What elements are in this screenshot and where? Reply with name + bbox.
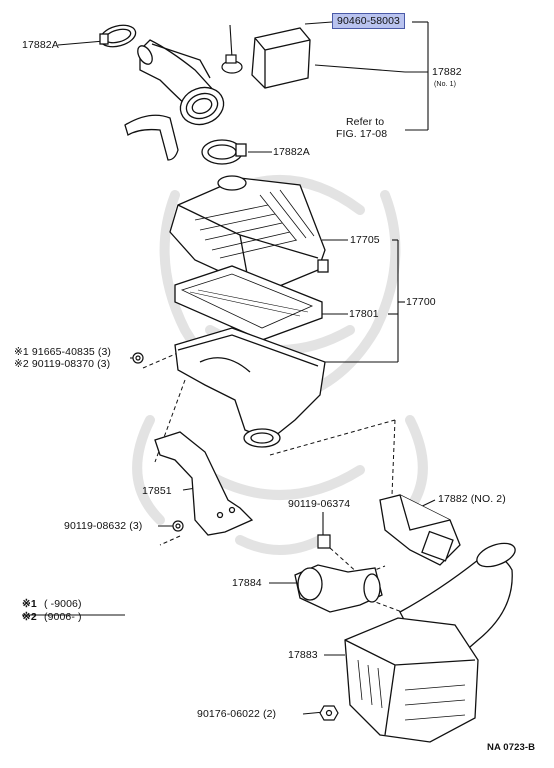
label-17882A-top[interactable]: 17882A — [22, 39, 59, 51]
resonator-17882 — [251, 27, 311, 89]
label-17883[interactable]: 17883 — [288, 649, 318, 661]
label-bolt-1[interactable]: ※1 91665-40835 (3) — [14, 346, 111, 358]
bracket-17851 — [154, 431, 254, 536]
label-17700[interactable]: 17700 — [406, 296, 436, 308]
label-17882[interactable]: 17882 — [432, 66, 462, 78]
bolt-91665 — [132, 352, 144, 364]
hose-clamp-top — [99, 24, 137, 48]
label-17882-no2[interactable]: 17882 (NO. 2) — [438, 493, 506, 505]
linework — [57, 21, 436, 715]
bolt-90119-06374 — [317, 534, 331, 549]
label-17884[interactable]: 17884 — [232, 577, 262, 589]
refer-line-2[interactable]: FIG. 17-08 — [336, 128, 388, 140]
label-90460-58003[interactable]: 90460-58003 — [332, 13, 405, 29]
clamp-bolt-90460 — [221, 54, 243, 74]
bolt-90119-08632 — [172, 520, 184, 532]
filter-element-17801 — [174, 265, 323, 341]
label-17801[interactable]: 17801 — [349, 308, 379, 320]
legend-2-mark: ※2 — [22, 611, 37, 623]
legend-1-mark: ※1 — [22, 598, 37, 610]
hose-clamp-mid — [201, 139, 247, 165]
air-cleaner-case — [174, 327, 326, 448]
label-bolt-2[interactable]: ※2 90119-08370 (3) — [14, 358, 111, 370]
label-17705[interactable]: 17705 — [350, 234, 380, 246]
pcv-pipe — [124, 114, 179, 161]
air-cleaner-cap-17705 — [169, 175, 329, 293]
leader-90460 — [229, 24, 233, 59]
nut-90176 — [319, 705, 339, 721]
resonator-17882-no2 — [379, 494, 461, 566]
lower-case-17883 — [344, 617, 479, 743]
legend-1-text: ( -9006) — [44, 598, 82, 610]
refer-line-1: Refer to — [346, 116, 385, 128]
figure-code: NA 0723-B — [487, 742, 536, 753]
label-90176[interactable]: 90176-06022 (2) — [197, 708, 277, 720]
inlet-duct-17884 — [294, 564, 383, 613]
legend-2-text: (9006- ) — [44, 611, 82, 623]
label-17882A-mid[interactable]: 17882A — [273, 146, 310, 158]
label-17851[interactable]: 17851 — [142, 485, 172, 497]
label-90119-06374[interactable]: 90119-06374 — [288, 498, 351, 510]
label-90119-08632[interactable]: 90119-08632 (3) — [64, 520, 143, 532]
label-17882-sub: (No. 1) — [434, 81, 457, 88]
leader-17882A-top — [57, 40, 105, 46]
intake-hose — [137, 39, 225, 126]
